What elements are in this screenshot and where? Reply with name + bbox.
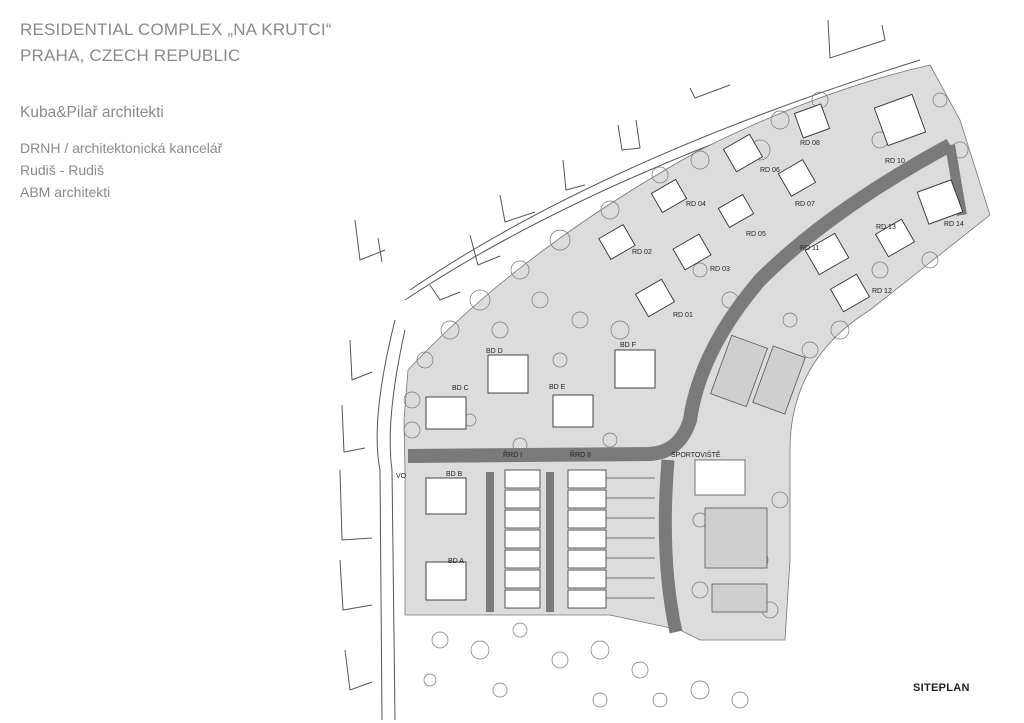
label-rd11: RD 11 bbox=[800, 245, 819, 252]
apartment-buildings bbox=[425, 349, 656, 601]
label-rd10: RD 10 bbox=[885, 158, 905, 165]
label-rd14: RD 14 bbox=[944, 221, 964, 228]
row-houses bbox=[504, 469, 607, 609]
collaborator-3: ABM architekti bbox=[20, 184, 111, 200]
label-rd12: RD 12 bbox=[872, 288, 892, 295]
label-rd04: RD 04 bbox=[686, 201, 706, 208]
label-rd02: RD 02 bbox=[632, 249, 652, 256]
label-vo: VO bbox=[396, 473, 407, 480]
label-bd-d: BD D bbox=[486, 348, 503, 355]
label-sportoviste: SPORTOVIŠTĚ bbox=[671, 450, 721, 459]
label-bd-e: BD E bbox=[549, 384, 566, 391]
label-rd08: RD 08 bbox=[800, 140, 820, 147]
label-rrd-i: ŘRD I bbox=[503, 450, 522, 459]
label-rrd-ii: ŘRD II bbox=[570, 450, 591, 459]
collaborator-2: Rudiš - Rudiš bbox=[20, 162, 105, 178]
collaborator-1: DRNH / architektonická kancelář bbox=[20, 140, 223, 156]
architect-name: Kuba&Pilař architekti bbox=[20, 104, 164, 121]
label-bd-f: BD F bbox=[620, 342, 636, 349]
title-line-1: RESIDENTIAL COMPLEX „NA KRUTCI“ bbox=[20, 20, 332, 39]
label-rd13: RD 13 bbox=[876, 224, 896, 231]
label-rd03: RD 03 bbox=[710, 266, 730, 273]
siteplan-label: SITEPLAN bbox=[913, 682, 970, 694]
label-bd-c: BD C bbox=[452, 385, 469, 392]
family-houses bbox=[598, 93, 964, 318]
label-rd07: RD 07 bbox=[795, 201, 815, 208]
label-bd-b: BD B bbox=[446, 471, 463, 478]
context-lines bbox=[339, 19, 926, 721]
sports-facilities bbox=[694, 334, 806, 613]
label-rd01: RD 01 bbox=[673, 312, 693, 319]
label-bd-a: BD A bbox=[448, 558, 464, 565]
roads bbox=[407, 138, 967, 634]
label-rd06: RD 06 bbox=[760, 167, 780, 174]
label-rd05: RD 05 bbox=[746, 231, 766, 238]
title-line-2: PRAHA, CZECH REPUBLIC bbox=[20, 46, 241, 65]
row-house-gardens bbox=[606, 477, 655, 599]
